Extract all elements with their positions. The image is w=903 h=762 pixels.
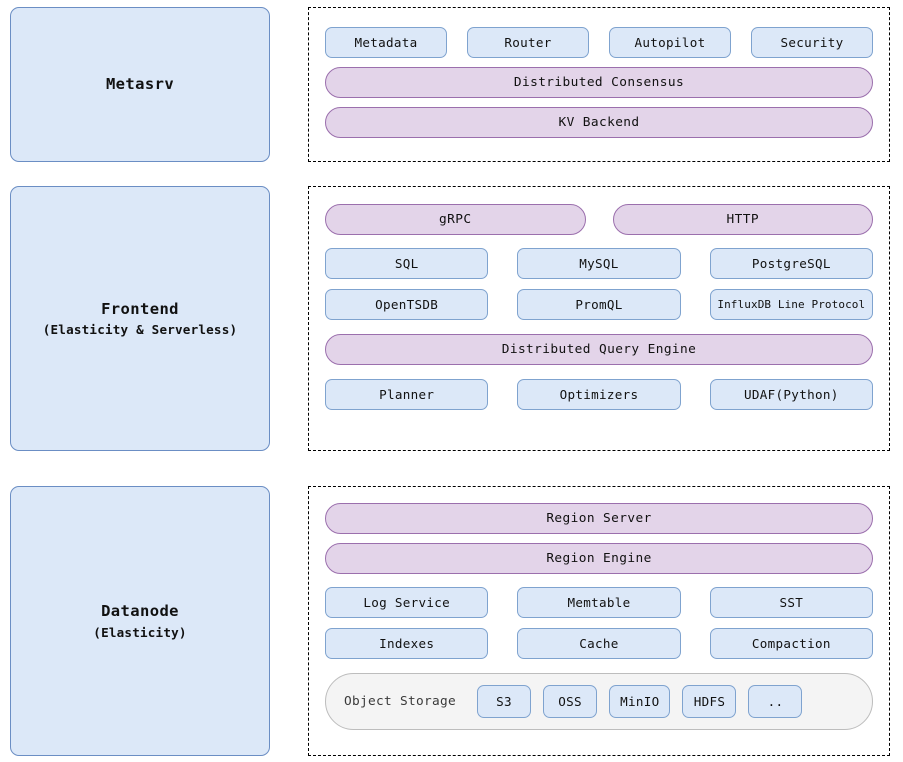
node-planner[interactable]: Planner [325, 379, 489, 410]
node-hdfs[interactable]: HDFS [682, 685, 737, 718]
object-storage-group: Object Storage S3 OSS MinIO HDFS .. [325, 673, 873, 730]
node-router[interactable]: Router [467, 27, 589, 58]
node-metadata[interactable]: Metadata [325, 27, 447, 58]
components-container-datanode: Region Server Region Engine Log Service … [308, 486, 890, 756]
metasrv-service-row: Metadata Router Autopilot Security [325, 27, 873, 58]
role-subtitle-frontend: (Elasticity & Serverless) [42, 322, 238, 338]
node-oss[interactable]: OSS [543, 685, 598, 718]
object-storage-label: Object Storage [344, 694, 457, 709]
section-datanode: Datanode (Elasticity) Region Server Regi… [0, 486, 903, 756]
pill-distributed-query-engine[interactable]: Distributed Query Engine [325, 334, 873, 365]
node-opentsdb[interactable]: OpenTSDB [325, 289, 489, 320]
node-log-service[interactable]: Log Service [325, 587, 489, 618]
pill-http[interactable]: HTTP [612, 204, 873, 235]
node-udaf-python[interactable]: UDAF(Python) [709, 379, 873, 410]
node-s3[interactable]: S3 [477, 685, 532, 718]
components-container-metasrv: Metadata Router Autopilot Security Distr… [308, 7, 890, 162]
node-more-backends[interactable]: .. [748, 685, 803, 718]
role-subtitle-datanode: (Elasticity) [93, 624, 187, 640]
node-mysql[interactable]: MySQL [517, 248, 681, 279]
role-panel-metasrv[interactable]: Metasrv [10, 7, 270, 162]
section-metasrv: Metasrv Metadata Router Autopilot Securi… [0, 7, 903, 162]
node-indexes[interactable]: Indexes [325, 628, 489, 659]
frontend-engine-component-grid: Planner Optimizers UDAF(Python) [325, 379, 873, 410]
frontend-protocol-row: gRPC HTTP [325, 204, 873, 235]
node-cache[interactable]: Cache [517, 628, 681, 659]
pill-region-server[interactable]: Region Server [325, 503, 873, 534]
pill-distributed-consensus[interactable]: Distributed Consensus [325, 67, 873, 98]
node-sql[interactable]: SQL [325, 248, 489, 279]
node-sst[interactable]: SST [709, 587, 873, 618]
frontend-api-grid: SQL MySQL PostgreSQL OpenTSDB PromQL Inf… [325, 248, 873, 320]
node-memtable[interactable]: Memtable [517, 587, 681, 618]
role-title-datanode: Datanode [101, 602, 179, 621]
pill-region-engine[interactable]: Region Engine [325, 543, 873, 574]
node-optimizers[interactable]: Optimizers [517, 379, 681, 410]
node-compaction[interactable]: Compaction [709, 628, 873, 659]
components-container-frontend: gRPC HTTP SQL MySQL PostgreSQL OpenTSDB … [308, 186, 890, 451]
role-panel-datanode[interactable]: Datanode (Elasticity) [10, 486, 270, 756]
role-panel-frontend[interactable]: Frontend (Elasticity & Serverless) [10, 186, 270, 451]
datanode-component-grid: Log Service Memtable SST Indexes Cache C… [325, 587, 873, 659]
node-security[interactable]: Security [751, 27, 873, 58]
node-autopilot[interactable]: Autopilot [609, 27, 731, 58]
node-minio[interactable]: MinIO [609, 685, 671, 718]
role-title-frontend: Frontend [101, 299, 179, 318]
pill-grpc[interactable]: gRPC [325, 204, 586, 235]
role-title-metasrv: Metasrv [105, 75, 175, 94]
node-postgresql[interactable]: PostgreSQL [709, 248, 873, 279]
node-influxdb-line-protocol[interactable]: InfluxDB Line Protocol [709, 289, 873, 320]
pill-kv-backend[interactable]: KV Backend [325, 107, 873, 138]
section-frontend: Frontend (Elasticity & Serverless) gRPC … [0, 186, 903, 451]
node-promql[interactable]: PromQL [517, 289, 681, 320]
